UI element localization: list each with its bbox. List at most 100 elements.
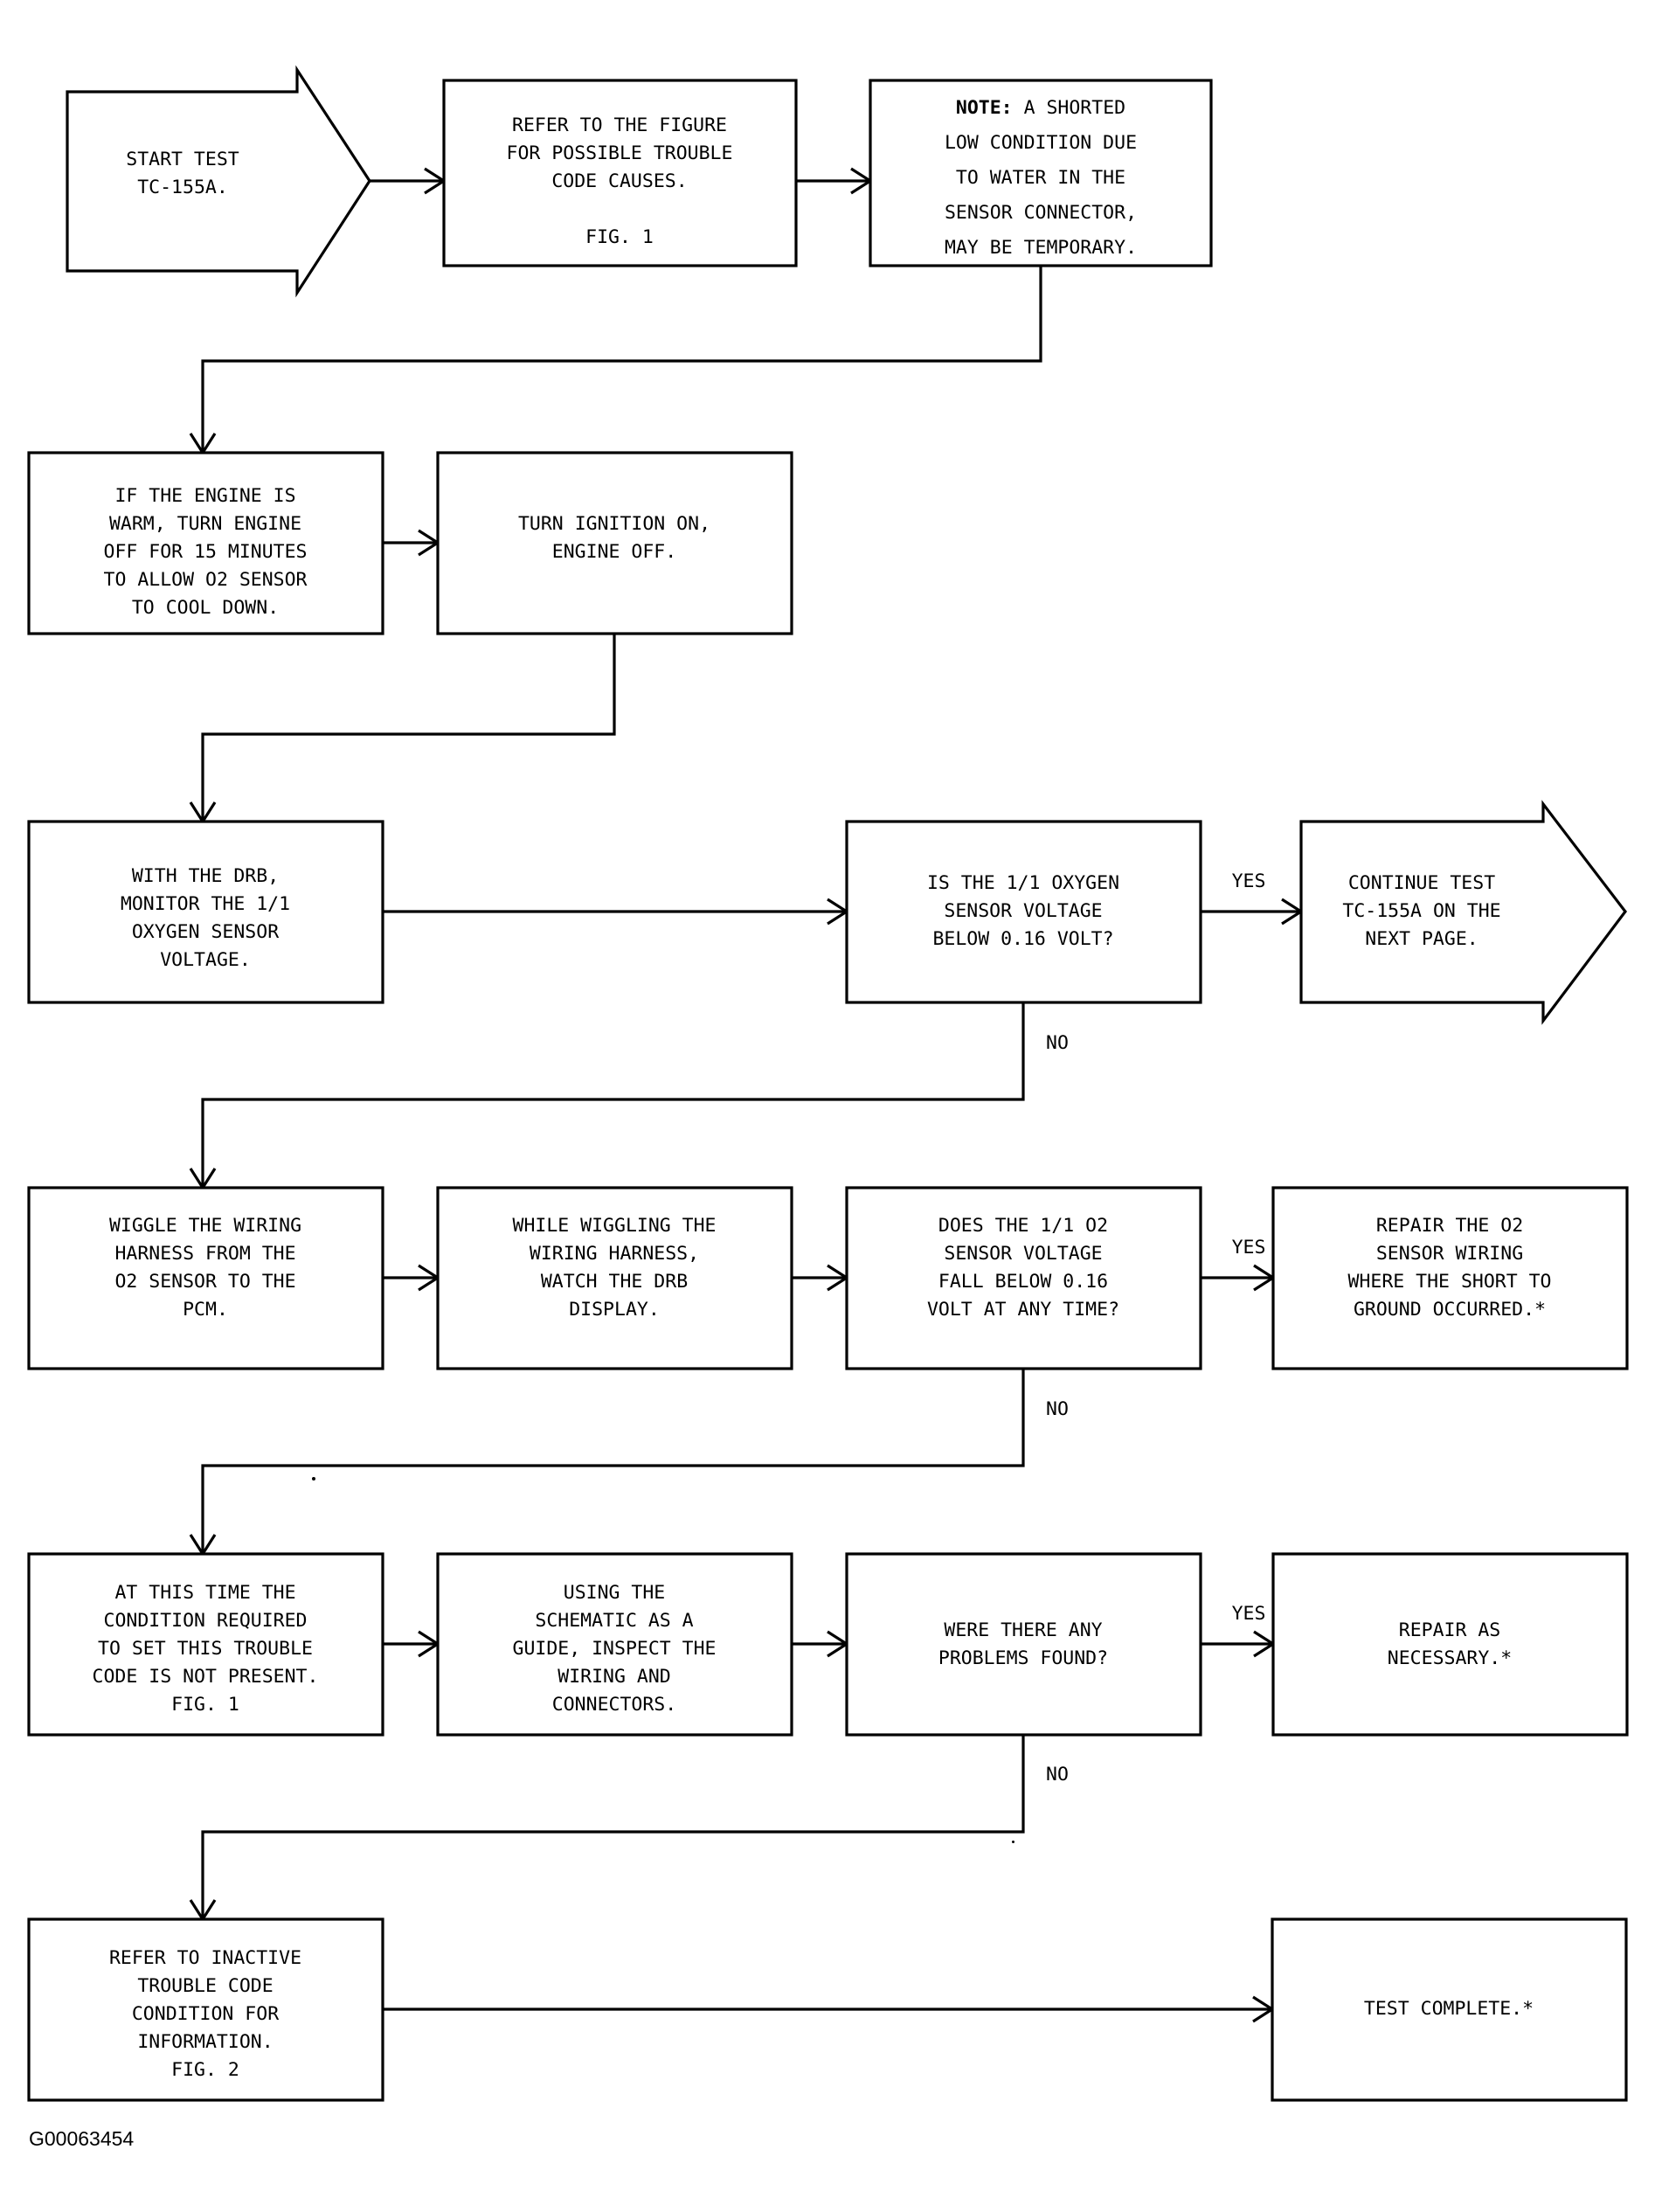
monitor-drb-line-1: MONITOR THE 1/1	[121, 893, 290, 915]
note-shorted-line-0: NOTE: A SHORTED	[956, 97, 1125, 119]
cool-down-shape	[27, 451, 384, 635]
edge-label-yes-row4: YES	[1232, 1237, 1266, 1259]
testcomplete-line-0: TEST COMPLETE.*	[1364, 1998, 1534, 2020]
node-problems-found[interactable]: WERE THERE ANY PROBLEMS FOUND?	[845, 1552, 1202, 1737]
refer-figure-line-2: CODE CAUSES.	[551, 170, 687, 192]
problems-line-0: WERE THERE ANY	[944, 1619, 1102, 1641]
cool-down-line-3: TO ALLOW O2 SENSOR	[104, 569, 308, 591]
repairnec-line-0: REPAIR AS	[1399, 1619, 1501, 1641]
monitor-drb-line-0: WITH THE DRB,	[132, 865, 279, 887]
refer-figure-shape	[442, 79, 798, 267]
continue-line-2: NEXT PAGE.	[1365, 928, 1478, 950]
start-test-shape	[66, 65, 371, 298]
refer-figure-line-0: REFER TO THE FIGURE	[512, 114, 727, 136]
inspect-line-1: SCHEMATIC AS A	[535, 1610, 693, 1632]
connector-start-to-refer	[370, 167, 447, 195]
voltage-fall-shape	[845, 1186, 1202, 1370]
condition-not-present-shape	[27, 1552, 384, 1737]
problems-line-1: PROBLEMS FOUND?	[938, 1647, 1108, 1669]
ignition-on-line-0: TURN IGNITION ON,	[518, 513, 710, 535]
node-inspect-wiring[interactable]: USING THE SCHEMATIC AS A GUIDE, INSPECT …	[436, 1552, 793, 1737]
inspect-wiring-shape	[436, 1552, 793, 1737]
repair-necessary-shape	[1271, 1552, 1629, 1737]
refer-figure-line-1: FOR POSSIBLE TROUBLE	[507, 142, 733, 164]
voltage-below-line-0: IS THE 1/1 OXYGEN	[927, 872, 1119, 894]
continue-line-0: CONTINUE TEST	[1348, 872, 1495, 894]
connector-voltagefall-no: NO	[189, 1369, 1069, 1557]
node-refer-figure[interactable]: REFER TO THE FIGURE FOR POSSIBLE TROUBLE…	[442, 79, 798, 267]
connector-wiggle-to-watch	[383, 1264, 440, 1292]
referinactive-line-4: FIG. 2	[171, 2059, 239, 2081]
node-note-shorted[interactable]: NOTE: A SHORTED LOW CONDITION DUE TO WAT…	[869, 79, 1213, 267]
inspect-line-4: CONNECTORS.	[552, 1694, 676, 1716]
repairnec-line-1: NECESSARY.*	[1388, 1647, 1512, 1669]
connector-watch-to-voltagefall	[792, 1264, 849, 1292]
connector-voltagebelow-yes: YES	[1201, 870, 1304, 926]
connector-referinactive-to-testcomplete	[383, 1995, 1275, 2023]
inspect-line-0: USING THE	[564, 1582, 666, 1604]
connector-monitor-to-voltagebelow	[383, 898, 849, 926]
start-test-line-1: TC-155A.	[137, 177, 228, 198]
wiggle-line-2: O2 SENSOR TO THE	[114, 1271, 295, 1293]
node-voltage-below[interactable]: IS THE 1/1 OXYGEN SENSOR VOLTAGE BELOW 0…	[845, 820, 1202, 1004]
node-ignition-on[interactable]: TURN IGNITION ON, ENGINE OFF.	[436, 451, 793, 635]
cool-down-line-4: TO COOL DOWN.	[132, 597, 279, 619]
connector-condition-to-inspect	[383, 1630, 440, 1658]
note-shorted-line-2: TO WATER IN THE	[956, 167, 1125, 189]
referinactive-line-2: CONDITION FOR	[132, 2003, 279, 2025]
note-shorted-line-1: LOW CONDITION DUE	[945, 132, 1137, 154]
repairwiring-line-3: GROUND OCCURRED.*	[1354, 1299, 1546, 1321]
problems-found-shape	[845, 1552, 1202, 1737]
voltagefall-line-0: DOES THE 1/1 O2	[938, 1215, 1108, 1237]
edge-label-yes-row5: YES	[1232, 1603, 1266, 1625]
edge-label-yes-row3: YES	[1232, 870, 1266, 892]
ignition-on-line-1: ENGINE OFF.	[552, 541, 676, 563]
node-voltage-fall[interactable]: DOES THE 1/1 O2 SENSOR VOLTAGE FALL BELO…	[845, 1186, 1202, 1370]
connector-problems-no: NO	[189, 1735, 1069, 1922]
edge-label-no-row3: NO	[1046, 1032, 1069, 1054]
node-wiggle-harness[interactable]: WIGGLE THE WIRING HARNESS FROM THE O2 SE…	[27, 1186, 384, 1370]
test-complete-shape	[1271, 1917, 1628, 2102]
connector-voltagebelow-no: NO	[189, 1002, 1069, 1190]
condition-line-2: TO SET THIS TROUBLE	[98, 1638, 313, 1660]
condition-line-4: FIG. 1	[171, 1694, 239, 1716]
node-start-test[interactable]: START TEST TC-155A.	[66, 65, 371, 298]
watch-display-shape	[436, 1186, 793, 1370]
continue-line-1: TC-155A ON THE	[1342, 900, 1500, 922]
node-monitor-drb[interactable]: WITH THE DRB, MONITOR THE 1/1 OXYGEN SEN…	[27, 820, 384, 1004]
watch-line-3: DISPLAY.	[569, 1299, 660, 1321]
wiggle-line-3: PCM.	[183, 1299, 228, 1321]
ignition-on-shape	[436, 451, 793, 635]
cool-down-line-0: IF THE ENGINE IS	[114, 485, 295, 507]
connector-note-to-cooldown	[189, 266, 1042, 455]
cool-down-line-2: OFF FOR 15 MINUTES	[104, 541, 308, 563]
node-test-complete[interactable]: TEST COMPLETE.*	[1271, 1917, 1628, 2102]
node-repair-necessary[interactable]: REPAIR AS NECESSARY.*	[1271, 1552, 1629, 1737]
node-continue-next-page[interactable]: CONTINUE TEST TC-155A ON THE NEXT PAGE.	[1299, 800, 1628, 1025]
wiggle-line-1: HARNESS FROM THE	[114, 1243, 295, 1265]
voltage-below-line-1: SENSOR VOLTAGE	[944, 900, 1102, 922]
figure-id-code: G00063454	[29, 2127, 135, 2150]
cool-down-line-1: WARM, TURN ENGINE	[109, 513, 301, 535]
refer-inactive-shape	[27, 1917, 384, 2102]
edge-label-no-row4: NO	[1046, 1398, 1069, 1420]
refer-figure-line-4: FIG. 1	[585, 226, 654, 248]
condition-line-0: AT THIS TIME THE	[114, 1582, 295, 1604]
stray-speck	[312, 1477, 315, 1480]
continue-next-page-shape	[1299, 800, 1628, 1025]
node-condition-not-present[interactable]: AT THIS TIME THE CONDITION REQUIRED TO S…	[27, 1552, 384, 1737]
repairwiring-line-0: REPAIR THE O2	[1376, 1215, 1523, 1237]
connector-refer-to-note	[796, 167, 873, 195]
node-watch-display[interactable]: WHILE WIGGLING THE WIRING HARNESS, WATCH…	[436, 1186, 793, 1370]
inspect-line-3: WIRING AND	[557, 1666, 670, 1688]
condition-line-1: CONDITION REQUIRED	[104, 1610, 308, 1632]
node-refer-inactive[interactable]: REFER TO INACTIVE TROUBLE CODE CONDITION…	[27, 1917, 384, 2102]
monitor-drb-shape	[27, 820, 384, 1004]
connector-ignition-to-monitor	[189, 634, 616, 824]
repairwiring-line-2: WHERE THE SHORT TO	[1348, 1271, 1552, 1293]
referinactive-line-1: TROUBLE CODE	[137, 1975, 273, 1997]
node-repair-wiring[interactable]: REPAIR THE O2 SENSOR WIRING WHERE THE SH…	[1271, 1186, 1629, 1370]
node-cool-down[interactable]: IF THE ENGINE IS WARM, TURN ENGINE OFF F…	[27, 451, 384, 635]
referinactive-line-0: REFER TO INACTIVE	[109, 1947, 301, 1969]
condition-line-3: CODE IS NOT PRESENT.	[93, 1666, 319, 1688]
